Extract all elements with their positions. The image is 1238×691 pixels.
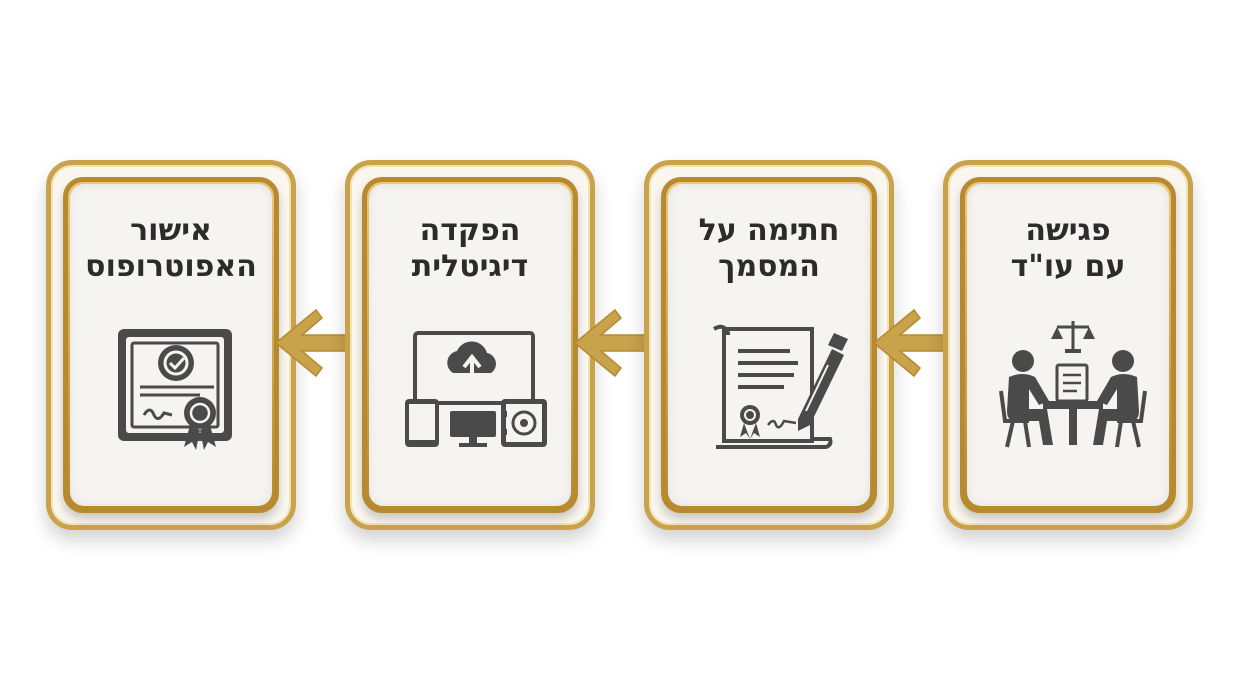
- step-title: הפקדה דיגיטלית: [370, 213, 570, 285]
- step-card-digital-deposit: הפקדה דיגיטלית: [345, 160, 595, 530]
- step-title-line2: האפוטרופוס: [85, 249, 257, 284]
- certificate-icon: [118, 329, 232, 450]
- step-card-approval: אישור האפוטרופוס: [46, 160, 296, 530]
- card-face: [967, 184, 1169, 506]
- step-title-line2: עם עו"ד: [1010, 249, 1126, 284]
- step-card-lawyer-meeting: פגישה עם עו"ד: [943, 160, 1193, 530]
- document-signing-icon: [712, 324, 848, 449]
- step-title-line1: חתימה על: [698, 213, 840, 248]
- lawyer-meeting-icon: [999, 321, 1147, 448]
- step-title-line2: המסמך: [718, 249, 820, 284]
- step-title: אישור האפוטרופוס: [71, 213, 271, 285]
- flow-arrow-left-icon: [276, 308, 366, 378]
- step-title-line2: דיגיטלית: [411, 249, 529, 284]
- step-title-line1: הפקדה: [419, 213, 521, 248]
- digital-devices-cloud-safe-icon: [405, 331, 547, 447]
- flow-arrow-left-icon: [874, 308, 964, 378]
- step-card-document-signing: חתימה על המסמך: [644, 160, 894, 530]
- step-title: פגישה עם עו"ד: [968, 213, 1168, 285]
- step-title: חתימה על המסמך: [669, 213, 869, 285]
- step-title-line1: פגישה: [1025, 213, 1111, 248]
- step-title-line1: אישור: [130, 213, 212, 248]
- flow-arrow-left-icon: [575, 308, 665, 378]
